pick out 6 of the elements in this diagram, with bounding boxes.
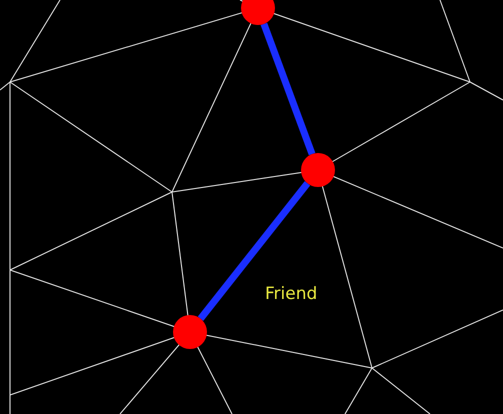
path-line [198, 181, 310, 321]
region-label: Friend [265, 284, 318, 304]
vertex-dot [241, 0, 275, 25]
vertex-dot [173, 315, 207, 349]
vertex-dot [301, 153, 335, 187]
path-line [260, 22, 316, 156]
